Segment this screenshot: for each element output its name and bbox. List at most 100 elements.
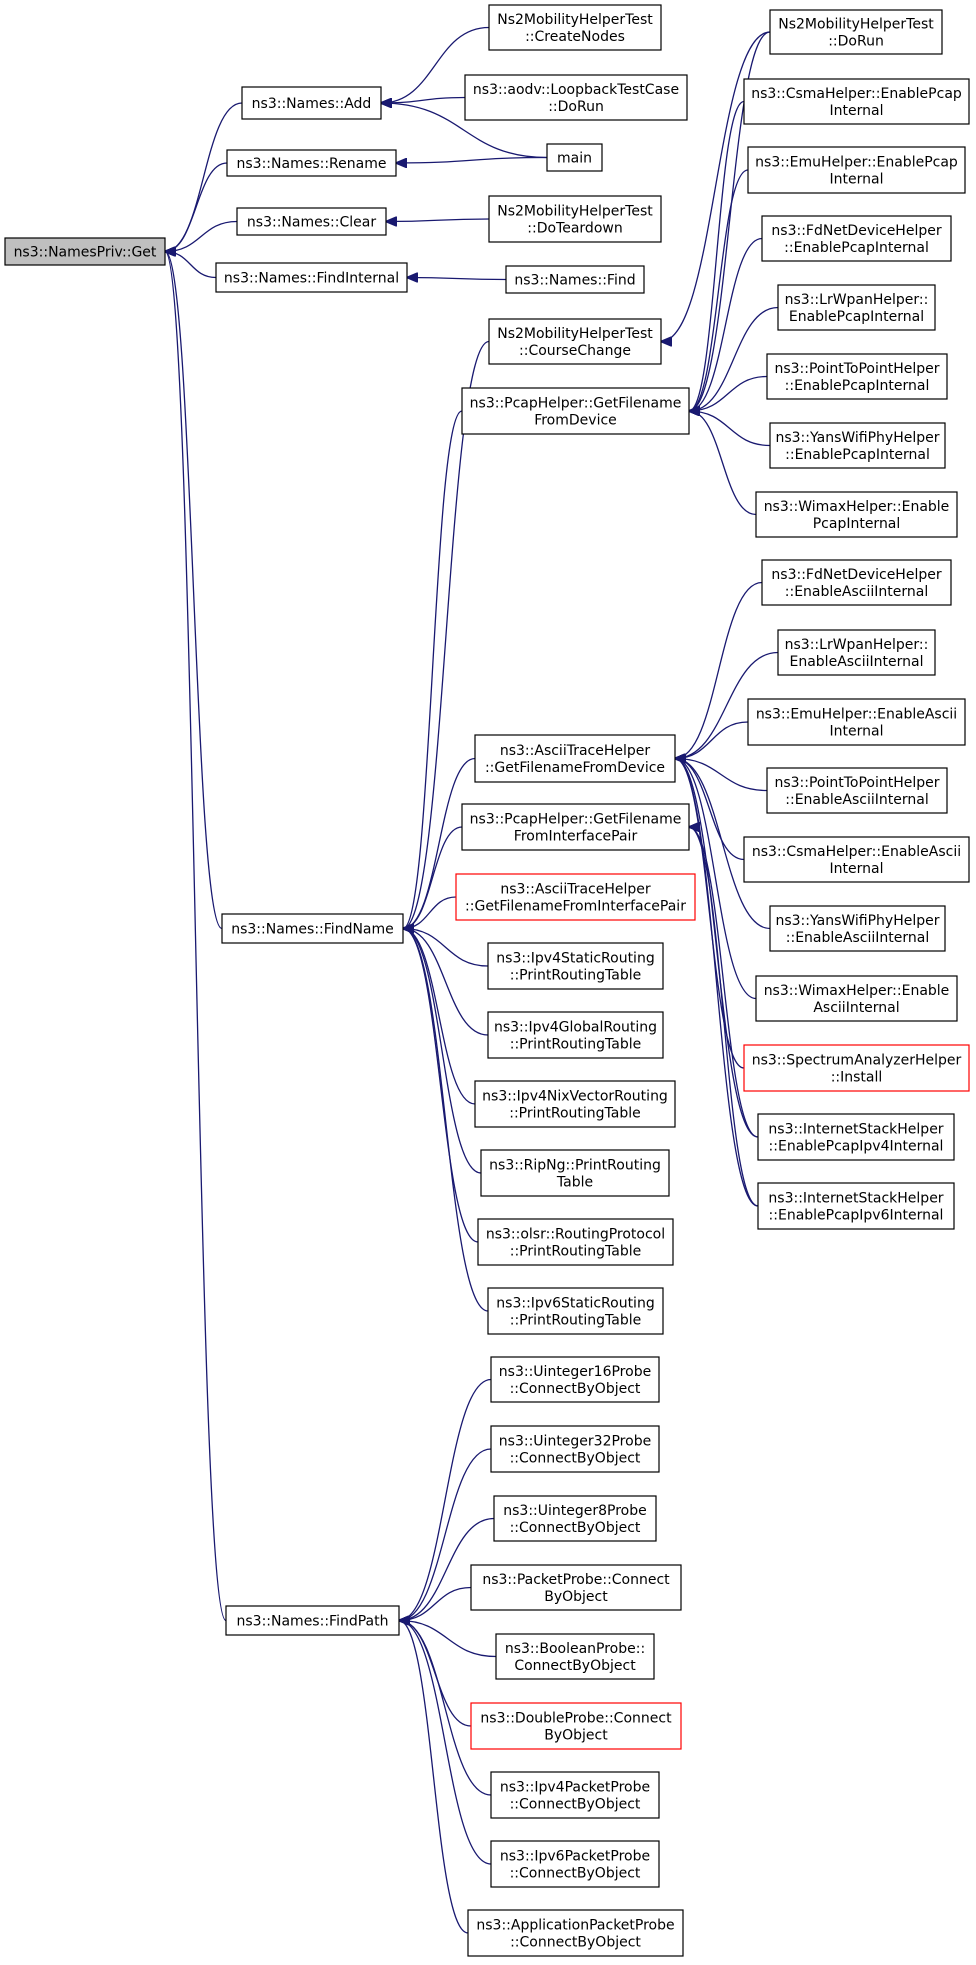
node-ascii_gfip-box (455, 873, 696, 921)
node-add[interactable]: ns3::Names::Add (241, 86, 382, 120)
node-uint16_probe-label-line-2: ::ConnectByObject (510, 1381, 641, 1397)
node-yans_ascii-box (769, 905, 946, 952)
node-inet_pcap6[interactable]: ns3::InternetStackHelper::EnablePcapIpv6… (757, 1182, 955, 1230)
node-findinternal[interactable]: ns3::Names::FindInternal (215, 262, 408, 293)
node-double_probe[interactable]: ns3::DoubleProbe::ConnectByObject (470, 1702, 682, 1750)
node-emu_pcap-label-line-2: Internal (830, 172, 884, 188)
node-clear[interactable]: ns3::Names::Clear (236, 207, 387, 236)
node-p2p_ascii[interactable]: ns3::PointToPointHelper::EnableAsciiInte… (766, 767, 948, 814)
node-emu_pcap[interactable]: ns3::EmuHelper::EnablePcapInternal (747, 146, 966, 194)
node-inet_pcap4-label-line-2: ::EnablePcapIpv4Internal (769, 1139, 944, 1155)
node-clear-box (236, 207, 387, 236)
node-uint16_probe[interactable]: ns3::Uinteger16Probe::ConnectByObject (490, 1356, 660, 1403)
node-lrwpan_ascii[interactable]: ns3::LrWpanHelper::EnableAsciiInternal (777, 629, 936, 676)
edge-olsr_prt-to-findname (403, 929, 479, 1243)
node-uint32_probe[interactable]: ns3::Uinteger32Probe::ConnectByObject (490, 1425, 660, 1473)
node-mob_teardown[interactable]: Ns2MobilityHelperTest::DoTeardown (488, 195, 662, 243)
node-rename[interactable]: ns3::Names::Rename (226, 149, 397, 177)
node-ripng_prt-label-line-1: ns3::RipNg::PrintRouting (489, 1158, 661, 1174)
edge-layer (165, 26, 779, 1934)
node-p2p_pcap-label-line-1: ns3::PointToPointHelper (774, 361, 939, 377)
node-ascii_gfd-box (474, 734, 676, 783)
node-aodv_dorun[interactable]: ns3::aodv::LoopbackTestCase::DoRun (464, 74, 688, 121)
node-ipv4static_prt[interactable]: ns3::Ipv4StaticRouting::PrintRoutingTabl… (487, 942, 664, 990)
node-get[interactable]: ns3::NamesPriv::Get (4, 237, 166, 266)
node-ipv4packet_probe-label-line-2: ::ConnectByObject (510, 1797, 641, 1813)
node-spectrum_install-label-line-1: ns3::SpectrumAnalyzerHelper (752, 1053, 962, 1069)
edge-findpath-to-get (165, 252, 227, 1622)
edge-main-to-add (381, 103, 548, 159)
node-mob_coursechange-label-line-1: Ns2MobilityHelperTest (497, 326, 653, 342)
node-ascii_gfd[interactable]: ns3::AsciiTraceHelper::GetFilenameFromDe… (474, 734, 676, 783)
node-ipv4global_prt[interactable]: ns3::Ipv4GlobalRouting::PrintRoutingTabl… (487, 1011, 664, 1059)
node-fdnet_pcap-label-line-1: ns3::FdNetDeviceHelper (771, 223, 941, 239)
node-ipv4packet_probe[interactable]: ns3::Ipv4PacketProbe::ConnectByObject (490, 1771, 660, 1819)
node-csma_ascii[interactable]: ns3::CsmaHelper::EnableAsciiInternal (743, 836, 970, 883)
node-uint32_probe-label-line-2: ::ConnectByObject (510, 1451, 641, 1467)
node-ipv4global_prt-label-line-1: ns3::Ipv4GlobalRouting (494, 1020, 657, 1036)
node-add-label-line-1: ns3::Names::Add (252, 96, 372, 112)
node-names_find[interactable]: ns3::Names::Find (505, 265, 645, 294)
node-emu_ascii[interactable]: ns3::EmuHelper::EnableAsciiInternal (747, 698, 966, 746)
node-mob_teardown-box (488, 195, 662, 243)
node-findname-box (221, 913, 404, 944)
node-findname[interactable]: ns3::Names::FindName (221, 913, 404, 944)
node-uint8_probe-box (493, 1495, 657, 1542)
node-findinternal-label-line-1: ns3::Names::FindInternal (224, 271, 399, 287)
node-p2p_pcap[interactable]: ns3::PointToPointHelper::EnablePcapInter… (766, 353, 948, 400)
node-wimax_ascii-label-line-1: ns3::WimaxHelper::Enable (764, 983, 950, 999)
node-findpath[interactable]: ns3::Names::FindPath (225, 1605, 400, 1636)
node-spectrum_install[interactable]: ns3::SpectrumAnalyzerHelper::Install (743, 1044, 970, 1092)
node-boolean_probe[interactable]: ns3::BooleanProbe::ConnectByObject (495, 1633, 655, 1680)
edge-ipv4packet_probe-to-findpath (399, 1621, 492, 1796)
node-pcap_gfip[interactable]: ns3::PcapHelper::GetFilenameFromInterfac… (461, 803, 690, 851)
edge-ipv4nix_prt-to-findname (403, 929, 476, 1105)
node-ipv4nix_prt-label-line-1: ns3::Ipv4NixVectorRouting (482, 1089, 668, 1105)
node-wimax_pcap[interactable]: ns3::WimaxHelper::EnablePcapInternal (755, 491, 958, 538)
node-mob_dorun[interactable]: Ns2MobilityHelperTest::DoRun (769, 9, 943, 55)
node-packet_probe[interactable]: ns3::PacketProbe::ConnectByObject (470, 1564, 682, 1611)
node-boolean_probe-box (495, 1633, 655, 1680)
node-ipv6packet_probe[interactable]: ns3::Ipv6PacketProbe::ConnectByObject (490, 1840, 660, 1888)
node-fdnet_ascii[interactable]: ns3::FdNetDeviceHelper::EnableAsciiInter… (761, 559, 952, 606)
node-p2p_pcap-box (766, 353, 948, 400)
edge-uint8_probe-to-findpath (399, 1517, 495, 1621)
edge-p2p_ascii-to-ascii_gfd (675, 759, 768, 792)
node-inet_pcap4-box (757, 1113, 955, 1161)
node-emu_pcap-label-line-1: ns3::EmuHelper::EnablePcap (755, 155, 958, 171)
node-uint8_probe[interactable]: ns3::Uinteger8Probe::ConnectByObject (493, 1495, 657, 1542)
node-findname-label-line-1: ns3::Names::FindName (231, 922, 394, 938)
node-ipv6static_prt[interactable]: ns3::Ipv6StaticRouting::PrintRoutingTabl… (487, 1287, 664, 1335)
node-fdnet_pcap[interactable]: ns3::FdNetDeviceHelper::EnablePcapIntern… (761, 215, 952, 262)
node-wimax_ascii[interactable]: ns3::WimaxHelper::EnableAsciiInternal (755, 975, 958, 1022)
node-ripng_prt[interactable]: ns3::RipNg::PrintRoutingTable (480, 1149, 670, 1197)
node-emu_ascii-label-line-2: Internal (830, 724, 884, 740)
node-p2p_ascii-label-line-2: ::EnableAsciiInternal (785, 792, 928, 808)
node-mob_dorun-label-line-1: Ns2MobilityHelperTest (778, 17, 934, 33)
node-main-box (546, 143, 603, 172)
node-olsr_prt[interactable]: ns3::olsr::RoutingProtocol::PrintRouting… (477, 1218, 674, 1266)
edge-uint16_probe-to-findpath (399, 1378, 492, 1621)
edge-findinternal-to-get (165, 252, 217, 279)
node-csma_pcap-label-line-1: ns3::CsmaHelper::EnablePcap (751, 86, 962, 102)
node-mob_createnodes[interactable]: Ns2MobilityHelperTest::CreateNodes (488, 4, 662, 51)
node-get-box (4, 237, 166, 266)
node-packet_probe-box (470, 1564, 682, 1611)
node-main[interactable]: main (546, 143, 603, 172)
node-pcap_gfip-label-line-1: ns3::PcapHelper::GetFilename (470, 812, 682, 828)
edge-csma_pcap-to-pcap_gfd (689, 100, 745, 412)
node-pcap_gfd[interactable]: ns3::PcapHelper::GetFilenameFromDevice (461, 387, 690, 435)
node-csma_pcap[interactable]: ns3::CsmaHelper::EnablePcapInternal (743, 78, 970, 125)
node-mob_coursechange[interactable]: Ns2MobilityHelperTest::CourseChange (488, 318, 662, 365)
node-ascii_gfip[interactable]: ns3::AsciiTraceHelper::GetFilenameFromIn… (455, 873, 696, 921)
node-boolean_probe-label-line-1: ns3::BooleanProbe:: (505, 1641, 645, 1657)
node-ipv4nix_prt[interactable]: ns3::Ipv4NixVectorRouting::PrintRoutingT… (474, 1080, 676, 1128)
node-ipv6static_prt-label-line-2: ::PrintRoutingTable (510, 1313, 642, 1329)
node-yans_pcap[interactable]: ns3::YansWifiPhyHelper::EnablePcapIntern… (769, 422, 946, 469)
node-ascii_gfd-label-line-2: ::GetFilenameFromDevice (485, 760, 665, 776)
node-lrwpan_pcap[interactable]: ns3::LrWpanHelper::EnablePcapInternal (777, 284, 936, 331)
node-yans_ascii[interactable]: ns3::YansWifiPhyHelper::EnableAsciiInter… (769, 905, 946, 952)
node-inet_pcap4[interactable]: ns3::InternetStackHelper::EnablePcapIpv4… (757, 1113, 955, 1161)
node-apppacket_probe[interactable]: ns3::ApplicationPacketProbe::ConnectByOb… (467, 1909, 684, 1957)
edge-uint32_probe-to-findpath (399, 1448, 492, 1621)
